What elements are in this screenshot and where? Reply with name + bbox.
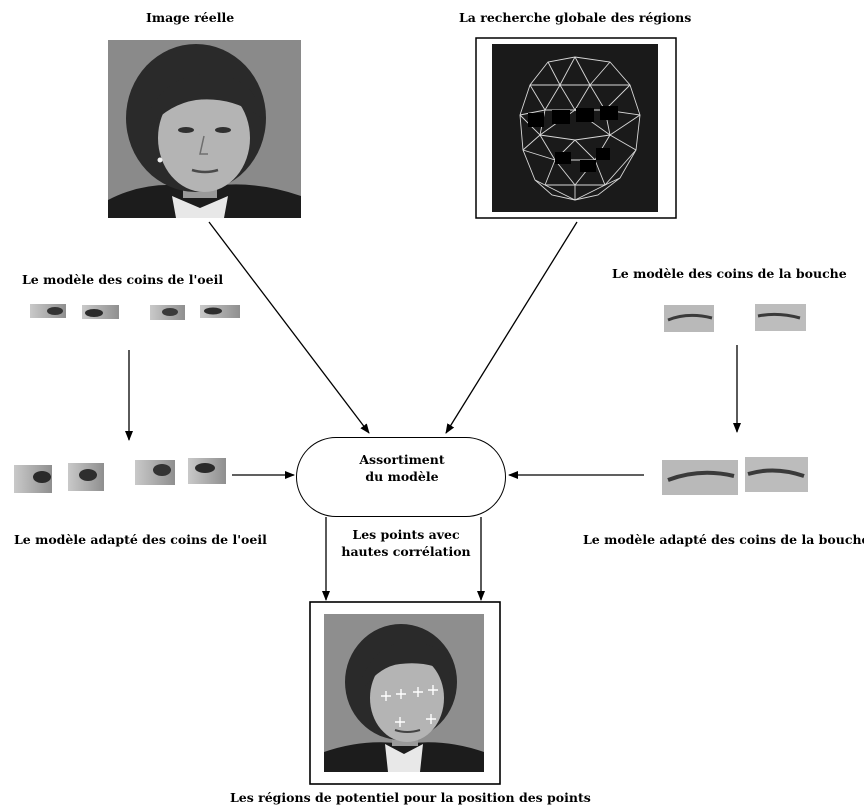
eye-corner-templates: [30, 304, 240, 320]
adapted-mouth-model-label: Le modèle adapté des coins de la bouche: [583, 532, 864, 547]
mouth-model-label: Le modèle des coins de la bouche: [612, 266, 847, 281]
correlation-line-2: hautes corrélation: [341, 544, 471, 559]
mouth-corner-templates: [664, 304, 806, 332]
global-search-mesh-image: [475, 37, 677, 219]
eye-model-label: Le modèle des coins de l'oeil: [22, 272, 224, 287]
adapted-eye-model-label: Le modèle adapté des coins de l'oeil: [14, 532, 267, 547]
matching-line-1: Assortiment: [359, 452, 445, 467]
detected-point-markers: [381, 685, 438, 727]
adapted-eye-templates: [14, 458, 226, 493]
global-search-label: La recherche globale des régions: [459, 10, 692, 25]
result-face-photo: [309, 601, 501, 785]
matching-line-2: du modèle: [365, 469, 439, 484]
potential-regions-label: Les régions de potentiel pour la positio…: [230, 790, 591, 805]
correlation-label: Les points avec hautes corrélation: [336, 526, 476, 560]
arrow-photo-to-matching: [208, 221, 370, 434]
matching-box: Assortiment du modèle: [296, 437, 506, 517]
correlation-line-1: Les points avec: [352, 527, 460, 542]
adapted-mouth-templates: [662, 457, 808, 495]
arrow-mesh-to-matching: [445, 221, 578, 434]
matching-label: Assortiment du modèle: [337, 451, 467, 485]
real-image-label: Image réelle: [146, 10, 235, 25]
real-face-photo: [108, 40, 301, 218]
